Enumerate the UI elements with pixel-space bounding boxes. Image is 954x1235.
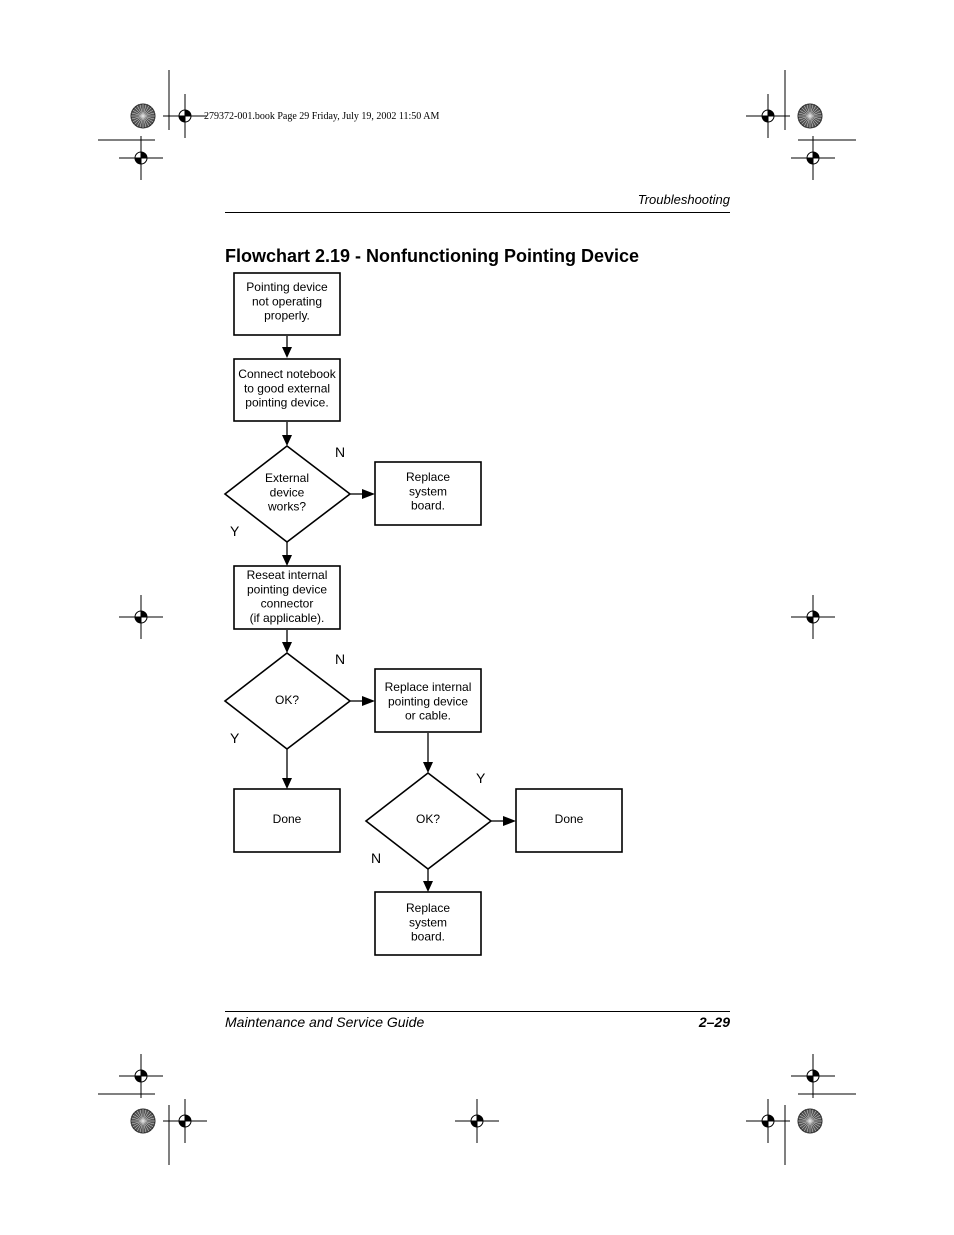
running-head: Troubleshooting [637, 192, 730, 207]
done-box-2 [515, 788, 623, 853]
done-box-1 [233, 788, 341, 853]
node-text-line: OK? [416, 812, 440, 826]
connectors [282, 336, 516, 892]
node-text-line: Done [555, 812, 584, 826]
node-text-line: Connect notebook [238, 367, 336, 381]
start-box [233, 272, 341, 336]
node-text-line: External [265, 471, 309, 485]
label-ok1-yes: Y [230, 730, 240, 746]
ok-decision-2 [364, 771, 493, 871]
print-info: 279372-001.book Page 29 Friday, July 19,… [204, 111, 440, 122]
node-text-line: system [409, 484, 447, 498]
page-number: 2–29 [698, 1014, 730, 1030]
node-text-line: Done [273, 812, 302, 826]
label-ok1-no: N [335, 651, 345, 667]
ok-decision-1 [223, 651, 352, 751]
done-text-1: Done [273, 812, 302, 826]
replace-system-board-box-2 [374, 891, 482, 956]
label-external-yes: Y [230, 523, 240, 539]
node-text-line: pointing device [247, 582, 327, 596]
ok-decision-1-text: OK? [275, 693, 299, 707]
node-text-line: pointing device [388, 694, 468, 708]
node-text-line: works? [267, 500, 306, 514]
node-text-line: OK? [275, 693, 299, 707]
label-external-no: N [335, 444, 345, 460]
node-text-line: connector [261, 597, 314, 611]
label-ok2-no: N [371, 850, 381, 866]
node-text-line: (if applicable). [250, 611, 325, 625]
node-text-line: board. [411, 499, 445, 513]
node-text-line: or cable. [405, 709, 451, 723]
reseat-connector-box [233, 565, 341, 630]
header-rule [225, 212, 730, 213]
replace-internal-box [374, 668, 482, 733]
node-text-line: not operating [252, 294, 322, 308]
node-text-line: device [270, 485, 305, 499]
node-text-line: to good external [244, 381, 330, 395]
connect-external-box [233, 358, 341, 422]
node-text-line: Replace [406, 470, 450, 484]
footer-rule [225, 1011, 730, 1012]
done-text-2: Done [555, 812, 584, 826]
node-text-line: Replace [406, 901, 450, 915]
node-text-line: board. [411, 930, 445, 944]
label-ok2-yes: Y [476, 770, 486, 786]
node-text-line: Reseat internal [247, 568, 328, 582]
node-text-line: Replace internal [385, 680, 472, 694]
footer-guide-title: Maintenance and Service Guide [225, 1014, 425, 1030]
page-title: Flowchart 2.19 - Nonfunctioning Pointing… [225, 246, 640, 266]
node-text-line: properly. [264, 309, 310, 323]
node-text-line: system [409, 915, 447, 929]
external-works-decision [223, 444, 352, 544]
ok-decision-2-text: OK? [416, 812, 440, 826]
node-text-line: Pointing device [246, 280, 328, 294]
node-text-line: pointing device. [245, 396, 328, 410]
replace-system-board-box-1 [374, 461, 482, 526]
